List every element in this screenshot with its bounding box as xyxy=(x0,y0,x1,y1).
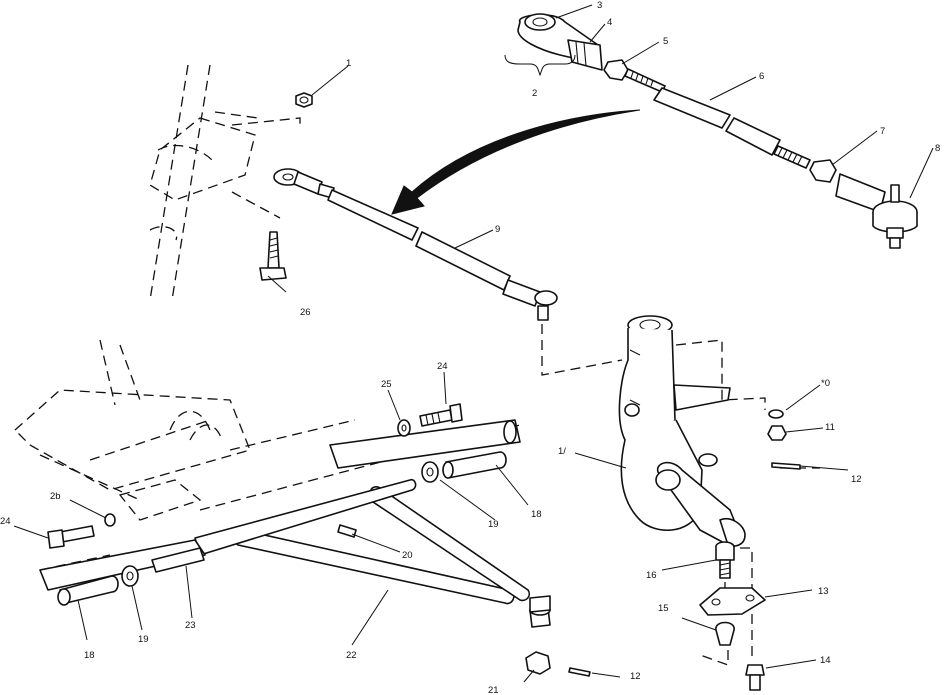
cap-part-15 xyxy=(715,621,735,646)
washer-part-19-upper xyxy=(421,461,439,483)
nut-part-21 xyxy=(525,651,551,675)
direction-arrow xyxy=(391,109,641,215)
spindle-part-17 xyxy=(618,315,746,547)
washer-part-25 xyxy=(397,419,411,437)
washer-part-25-lower xyxy=(104,513,116,527)
callout-20: 20 xyxy=(402,550,413,561)
plate-part-13 xyxy=(699,587,766,616)
callout-11: 11 xyxy=(825,422,835,433)
callout-4: 4 xyxy=(607,17,612,28)
callout-24-lower: 24 xyxy=(0,516,11,527)
bushing-part-18-upper xyxy=(445,451,507,479)
tie-rod-assembled xyxy=(273,168,558,321)
bolt-part-16 xyxy=(715,541,735,579)
callout-26: 26 xyxy=(300,307,311,318)
washer-part-19-lower xyxy=(121,565,139,587)
callout-6: 6 xyxy=(759,71,764,82)
callout-18-lower: 18 xyxy=(84,650,95,661)
bolt-part-24-lower xyxy=(47,525,95,549)
bolt-part-14 xyxy=(745,664,765,691)
washer-part-10 xyxy=(768,409,784,419)
bolt-part-24-upper xyxy=(419,403,463,427)
callout-13: 13 xyxy=(818,586,829,597)
cotter-pin-part-12-upper xyxy=(771,462,801,470)
callout-24-upper: 24 xyxy=(437,361,448,372)
nut-part-11 xyxy=(767,425,787,441)
callout-25-lower: 2b xyxy=(50,491,61,502)
tie-rod-assembly xyxy=(517,13,918,249)
shaft-part-23 xyxy=(151,547,205,573)
callout-7: 7 xyxy=(880,126,885,137)
leader-lines xyxy=(13,4,934,683)
callout-23: 23 xyxy=(185,620,196,631)
nut-part-1 xyxy=(295,92,313,108)
callout-21: 21 xyxy=(488,685,499,695)
callout-5: 5 xyxy=(663,36,668,47)
bolt-part-26 xyxy=(259,231,287,281)
callout-2: 2 xyxy=(532,88,537,99)
callout-19-lower: 19 xyxy=(138,634,149,645)
bushing-part-18-lower xyxy=(59,575,119,605)
callout-8: 8 xyxy=(935,143,940,154)
callout-25-upper: 25 xyxy=(381,379,392,390)
cotter-pin-part-12-lower xyxy=(568,667,591,677)
callout-9: 9 xyxy=(495,224,500,235)
callout-12-upper: 12 xyxy=(851,474,862,485)
callout-14: 14 xyxy=(820,655,831,666)
callout-10: *0 xyxy=(821,378,830,389)
callout-16: 16 xyxy=(646,570,657,581)
callout-15: 15 xyxy=(658,603,669,614)
callout-1: 1 xyxy=(346,58,351,69)
callout-12-lower: 12 xyxy=(630,671,641,682)
callout-22: 22 xyxy=(346,650,357,661)
callout-17: 1/ xyxy=(558,446,566,457)
steering-column xyxy=(149,64,301,301)
callout-3: 3 xyxy=(597,0,602,11)
callout-18-upper: 18 xyxy=(531,509,542,520)
callout-19-upper: 19 xyxy=(488,519,499,530)
a-arm-part-22 xyxy=(39,419,551,628)
